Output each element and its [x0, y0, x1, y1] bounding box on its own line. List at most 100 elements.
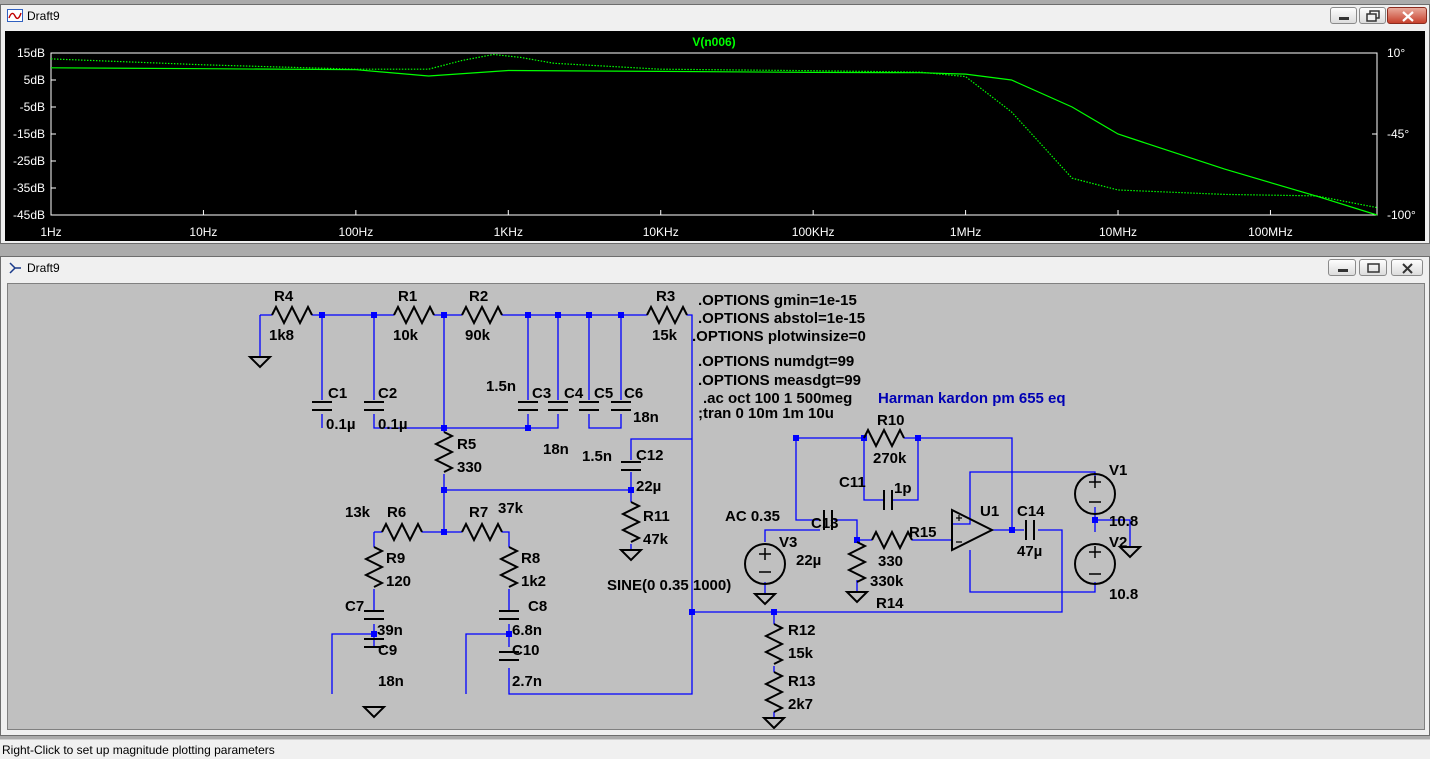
U1-name: U1	[980, 503, 999, 520]
C3-value: 1.5n	[486, 378, 516, 395]
V1-name: V1	[1109, 462, 1127, 479]
R11-name: R11	[643, 508, 670, 525]
directive-tran[interactable]: ;tran 0 10m 1m 10u	[698, 405, 834, 422]
status-text: Right-Click to set up magnitude plotting…	[2, 743, 275, 757]
x-tick-label: 100MHz	[1248, 225, 1293, 239]
R7-value: 37k	[498, 500, 524, 517]
R3-name: R3	[656, 288, 675, 305]
C6-value: 18n	[633, 409, 659, 426]
C4-value: 18n	[543, 441, 569, 458]
R2-name: R2	[469, 288, 488, 305]
restore-icon	[1366, 10, 1380, 22]
schematic-window-title: Draft9	[27, 261, 60, 275]
C8-value: 6.8n	[512, 622, 542, 639]
schematic-canvas[interactable]: R4 1k8 R1 10k R2 90k R3 15k C1 0.1µ C2 0…	[7, 283, 1425, 730]
schem-minimize-button[interactable]	[1328, 259, 1356, 276]
R9-name: R9	[386, 550, 405, 567]
y-left-tick-label: 5dB	[24, 73, 45, 87]
R13-name: R13	[788, 673, 816, 690]
minimize-icon	[1339, 17, 1349, 20]
maximize-button[interactable]	[1359, 7, 1386, 24]
close-button[interactable]	[1387, 7, 1427, 24]
C6-name: C6	[624, 385, 643, 402]
R8-name: R8	[521, 550, 540, 567]
plot-window-title: Draft9	[27, 9, 60, 23]
labels: R4 1k8 R1 10k R2 90k R3 15k C1 0.1µ C2 0…	[269, 288, 1138, 713]
R2-value: 90k	[465, 327, 491, 344]
C11-name: C11	[839, 474, 866, 491]
directive-gmin[interactable]: .OPTIONS gmin=1e-15	[698, 292, 857, 309]
R6-value: 13k	[345, 504, 371, 521]
C1-name: C1	[328, 385, 347, 402]
x-tick-label: 10Hz	[189, 225, 217, 239]
C13-name: C13	[811, 515, 839, 532]
close-icon	[1402, 263, 1413, 274]
C2-name: C2	[378, 385, 397, 402]
R12-value: 15k	[788, 645, 814, 662]
V3-sine: SINE(0 0.35 1000)	[607, 577, 731, 594]
x-tick-label: 1MHz	[950, 225, 981, 239]
R9-value: 120	[386, 573, 411, 590]
x-tick-label: 10MHz	[1099, 225, 1137, 239]
schematic-drawing[interactable]: R4 1k8 R1 10k R2 90k R3 15k C1 0.1µ C2 0…	[8, 284, 1424, 730]
close-icon	[1402, 11, 1414, 22]
maximize-icon	[1367, 263, 1380, 273]
y-left-tick-label: -35dB	[13, 181, 45, 195]
directive-measdgt[interactable]: .OPTIONS measdgt=99	[698, 372, 861, 389]
R12-name: R12	[788, 622, 816, 639]
magnitude-trace[interactable]	[50, 67, 1378, 216]
R7-name: R7	[469, 504, 488, 521]
schematic-titlebar[interactable]: Draft9	[1, 257, 1429, 279]
R6-name: R6	[387, 504, 406, 521]
y-right-tick-label: 10°	[1387, 46, 1405, 60]
R4-value: 1k8	[269, 327, 294, 344]
R3-value: 15k	[652, 327, 678, 344]
schematic-window: Draft9	[0, 256, 1430, 736]
C5-name: C5	[594, 385, 613, 402]
bode-plot[interactable]: V(n006) 15dB5dB-5dB-15dB-25dB-35dB-45dB …	[5, 31, 1425, 241]
V1-value: 10.8	[1109, 513, 1138, 530]
plot-titlebar[interactable]: Draft9	[1, 5, 1429, 27]
V3-ac: AC 0.35	[725, 508, 780, 525]
C3-name: C3	[532, 385, 551, 402]
C12-name: C12	[636, 447, 664, 464]
R5-name: R5	[457, 436, 476, 453]
minimize-icon	[1338, 269, 1348, 272]
R11-value: 47k	[643, 531, 669, 548]
phase-trace[interactable]	[50, 53, 1378, 209]
directive-numdgt[interactable]: .OPTIONS numdgt=99	[698, 353, 854, 370]
R15-value: 330	[878, 553, 903, 570]
junctions	[319, 312, 1098, 637]
directive-plotwinsize[interactable]: .OPTIONS plotwinsize=0	[692, 328, 866, 345]
y-right-tick-label: -45°	[1387, 127, 1409, 141]
C9-name: C9	[378, 642, 397, 659]
x-tick-label: 1KHz	[494, 225, 523, 239]
status-bar: Right-Click to set up magnitude plotting…	[0, 739, 1430, 759]
C10-name: C10	[512, 642, 540, 659]
R13-value: 2k7	[788, 696, 813, 713]
C7-name: C7	[345, 598, 364, 615]
trace-title[interactable]: V(n006)	[692, 35, 735, 49]
minimize-button[interactable]	[1330, 7, 1357, 24]
C2-value: 0.1µ	[378, 416, 408, 433]
R1-value: 10k	[393, 327, 419, 344]
schem-maximize-button[interactable]	[1359, 259, 1387, 276]
spice-directives[interactable]: .OPTIONS gmin=1e-15 .OPTIONS abstol=1e-1…	[692, 292, 866, 422]
schematic-comment[interactable]: Harman kardon pm 655 eq	[878, 390, 1066, 407]
C9-value: 18n	[378, 673, 404, 690]
schematic-icon	[9, 262, 21, 274]
directive-abstol[interactable]: .OPTIONS abstol=1e-15	[698, 310, 865, 327]
x-tick-label: 10KHz	[643, 225, 679, 239]
y-left-tick-label: -5dB	[20, 100, 45, 114]
C4-name: C4	[564, 385, 584, 402]
y-right-tick-label: -100°	[1387, 208, 1416, 222]
directive-ac[interactable]: .ac oct 100 1 500meg	[703, 390, 852, 407]
C1-value: 0.1µ	[326, 416, 356, 433]
C11-value: 1p	[894, 480, 912, 497]
y-left-tick-label: 15dB	[17, 46, 45, 60]
C14-value: 47µ	[1017, 543, 1042, 560]
R4-name: R4	[274, 288, 294, 305]
schem-close-button[interactable]	[1391, 259, 1423, 276]
components	[247, 306, 1143, 730]
